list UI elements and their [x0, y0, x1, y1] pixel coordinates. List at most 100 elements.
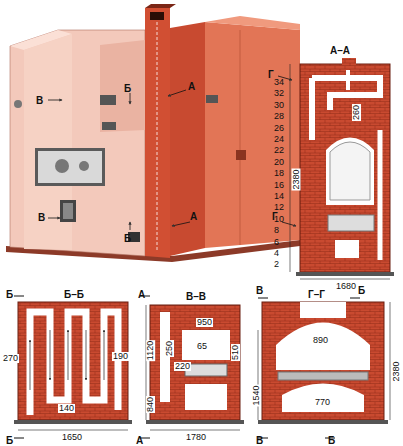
drawing-part — [157, 22, 158, 250]
drawing-part — [309, 78, 315, 140]
drawing-part — [262, 302, 384, 420]
row-number: 16 — [274, 181, 284, 190]
row-number: 20 — [274, 158, 284, 167]
dimension: 65 — [196, 342, 208, 351]
section-mark: В — [36, 96, 43, 106]
drawing-part — [240, 30, 241, 245]
row-number: 12 — [274, 203, 284, 212]
drawing-part — [30, 312, 118, 415]
drawing-part — [63, 203, 73, 219]
section-mark: Б–Б — [64, 290, 84, 300]
drawing-part — [18, 430, 128, 431]
drawing-part — [150, 305, 240, 420]
drawing-part — [130, 222, 131, 230]
row-number: 28 — [274, 112, 284, 121]
section-mark: В–В — [186, 292, 206, 302]
drawing-part — [102, 122, 116, 130]
dimension: 890 — [312, 336, 329, 345]
drawing-part — [79, 161, 89, 171]
row-number: 24 — [274, 135, 284, 144]
row-number: 4 — [274, 249, 279, 258]
drawing-part — [140, 296, 150, 438]
drawing-part — [18, 302, 128, 420]
drawing-part — [55, 159, 69, 173]
drawing-part — [205, 22, 300, 248]
drawing-part — [258, 298, 360, 438]
drawing-part — [14, 296, 24, 438]
drawing-part — [14, 420, 132, 424]
dimension: 1540 — [252, 384, 261, 406]
dimension: 2380 — [392, 360, 401, 382]
section-mark: Г — [268, 70, 274, 80]
section-mark: А — [136, 436, 143, 446]
drawing-part — [86, 330, 87, 380]
drawing-part — [50, 330, 51, 380]
drawing-part — [145, 4, 176, 8]
section-mark: Б — [124, 84, 131, 94]
drawing-part — [30, 340, 31, 390]
drawing-part — [326, 138, 374, 206]
drawing-part — [278, 372, 368, 380]
dimension: 2380 — [292, 168, 301, 190]
drawing-part — [145, 8, 170, 258]
drawing-part — [48, 100, 62, 101]
drawing-part — [328, 215, 374, 231]
drawing-part — [14, 100, 22, 108]
row-number: 34 — [274, 78, 284, 87]
dimension: 270 — [2, 354, 19, 363]
dimension: 1650 — [62, 433, 82, 442]
row-number: 2 — [274, 260, 279, 269]
drawing-part — [330, 142, 370, 200]
drawing-part — [35, 148, 105, 186]
section-mark: Б — [124, 234, 131, 244]
dimension: 1680 — [336, 282, 356, 291]
section-g-g — [258, 298, 390, 438]
section-mark: В — [256, 436, 263, 446]
drawing-part — [24, 34, 72, 250]
dimension: 1120 — [146, 340, 155, 361]
drawing-part — [48, 76, 296, 230]
drawing-part — [296, 272, 394, 276]
drawing-part — [300, 64, 390, 272]
row-number: 22 — [274, 146, 284, 155]
drawing-part — [236, 150, 246, 160]
drawing-part — [276, 323, 370, 371]
drawing-part — [185, 384, 227, 410]
drawing-part — [100, 40, 145, 132]
drawing-part — [146, 420, 244, 424]
stove-3d-view — [6, 4, 300, 262]
drawing-part — [182, 330, 230, 360]
section-mark: А–А — [330, 46, 350, 56]
dimension: 190 — [112, 352, 129, 361]
drawing-part — [282, 384, 364, 413]
row-number: 14 — [274, 192, 284, 201]
drawing-part — [185, 364, 227, 376]
drawing-part — [130, 93, 131, 104]
row-number: 8 — [274, 226, 279, 235]
dimension: 1780 — [186, 433, 206, 442]
section-a-a — [290, 58, 394, 279]
row-number: 10 — [274, 215, 284, 224]
dimension: 260 — [352, 104, 361, 121]
dimension: 950 — [196, 318, 213, 327]
drawing-part — [30, 330, 104, 390]
dimension: 250 — [165, 340, 174, 357]
drawing-part — [60, 200, 76, 222]
section-mark: А — [138, 290, 145, 300]
section-v-v — [140, 296, 244, 438]
drawing-part — [206, 95, 218, 103]
drawing-part — [170, 22, 205, 256]
drawing-part — [390, 302, 391, 420]
drawing-part — [205, 16, 300, 30]
section-mark: Б — [6, 290, 13, 300]
section-b-b — [14, 296, 132, 438]
drawing-part — [10, 30, 145, 256]
drawing-part — [290, 64, 291, 272]
drawing-part — [104, 330, 105, 380]
drawing-part — [282, 222, 296, 226]
drawing-part — [335, 240, 359, 258]
dimension: 840 — [146, 396, 155, 413]
section-mark: Г–Г — [308, 290, 325, 300]
drawing-part — [342, 58, 356, 66]
